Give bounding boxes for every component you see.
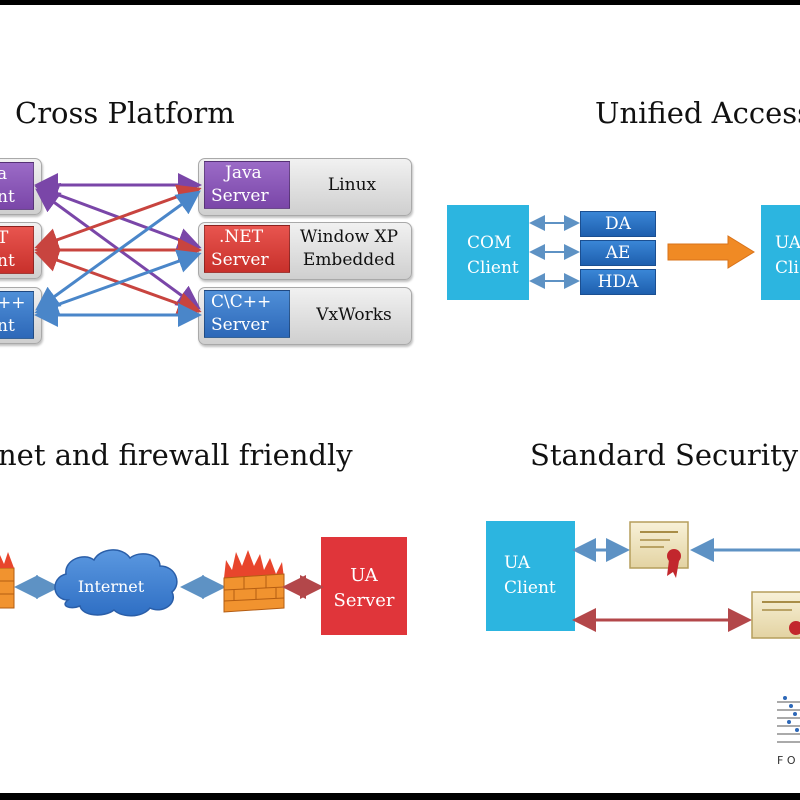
firewall-left bbox=[0, 552, 15, 609]
arrow-cpp-java bbox=[35, 190, 201, 311]
os-linux: Linux bbox=[327, 175, 377, 195]
tag-hda: HDA bbox=[580, 269, 656, 295]
tag-da: DA bbox=[580, 211, 656, 237]
os-vxworks: VxWorks bbox=[316, 305, 392, 325]
cross-platform-arrows bbox=[34, 173, 202, 327]
internet-cloud bbox=[54, 549, 178, 617]
title-standard-security: Standard Security M bbox=[530, 438, 800, 472]
title-firewall-friendly: net and firewall friendly bbox=[0, 438, 353, 472]
top-border bbox=[0, 0, 800, 5]
bottom-border bbox=[0, 793, 800, 800]
java-client-label: ant bbox=[0, 162, 34, 210]
title-cross-platform: Cross Platform bbox=[15, 96, 235, 130]
cpp-client-label: ++nt bbox=[0, 291, 34, 339]
unified-access-arrows bbox=[529, 215, 580, 289]
com-client-box: COM Client bbox=[447, 205, 529, 300]
tag-ae: AE bbox=[580, 240, 656, 266]
ua-client-box-security: UA Client bbox=[486, 521, 575, 631]
certificate-icon-lower bbox=[751, 591, 800, 639]
wrap-arrow bbox=[667, 235, 755, 269]
dotnet-client-label: Tnt bbox=[0, 226, 34, 274]
certificate-icon bbox=[629, 521, 689, 578]
internet-label: Internet bbox=[78, 577, 145, 596]
cpp-server-label: C\C++Server bbox=[204, 290, 290, 338]
firewall-right-icon bbox=[223, 550, 285, 613]
os-windows-xp: Window XP Embedded bbox=[299, 227, 399, 270]
foundation-logo: F O bbox=[777, 696, 800, 767]
logo-letters: F O bbox=[777, 754, 796, 767]
title-unified-access: Unified Access bbox=[595, 96, 800, 130]
ua-client-box-top: UA Cli bbox=[761, 205, 800, 300]
ua-server-box: UA Server bbox=[321, 537, 407, 635]
